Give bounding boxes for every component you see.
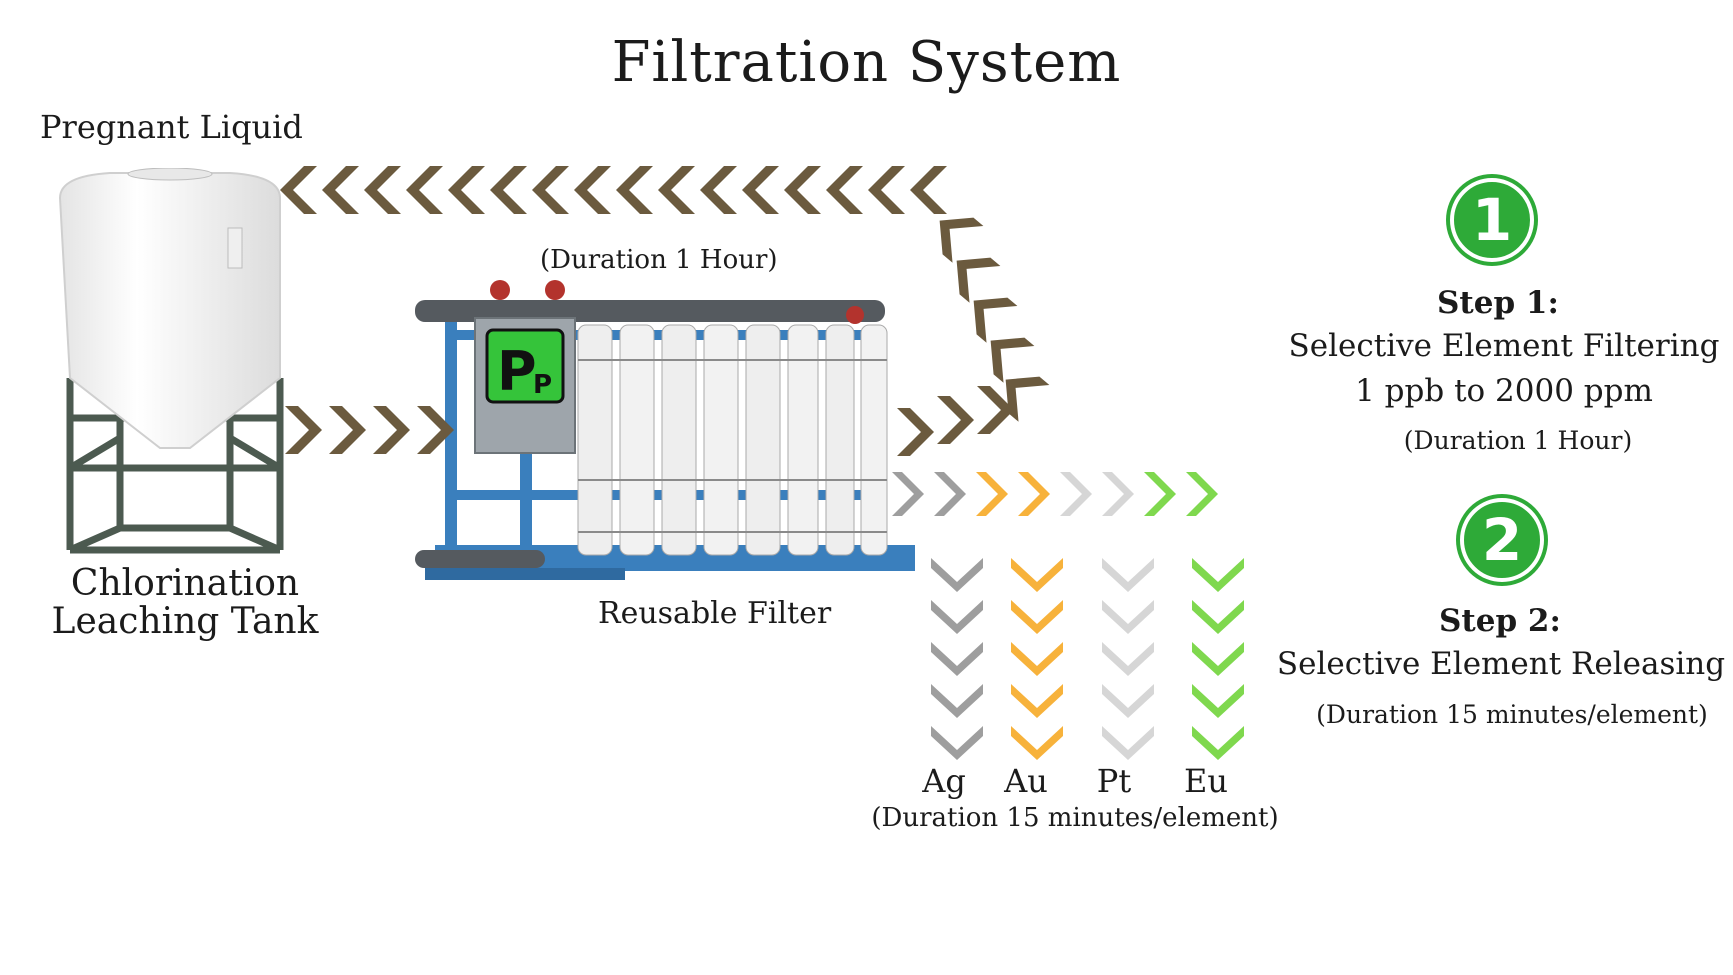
leaching-tank-illustration <box>58 168 284 554</box>
tank-label: Chlorination Leaching Tank <box>40 565 330 641</box>
step-2-line1: Selective Element Releasing <box>1276 646 1726 682</box>
panel-logo-sub: P <box>533 370 552 400</box>
element-right-chevron-icon <box>1144 472 1176 516</box>
step-1-line1: Selective Element Filtering <box>1288 328 1720 364</box>
element-down-chevron-icon <box>1192 726 1244 760</box>
valve-icon <box>545 280 565 300</box>
filter-cylinder <box>787 324 819 556</box>
filter-cylinder <box>703 324 739 556</box>
elements-duration-label: (Duration 15 minutes/element) <box>871 803 1279 833</box>
element-down-chevron-icon <box>1102 600 1154 634</box>
element-down-chevron-icon <box>931 684 983 718</box>
tank-label-plate <box>227 227 243 269</box>
filter-cylinders <box>577 324 888 556</box>
element-down-chevron-icon <box>1011 558 1063 592</box>
element-right-chevron-icon <box>1186 472 1218 516</box>
element-right-chevron-icon <box>934 472 966 516</box>
element-down-chevron-icon <box>931 558 983 592</box>
element-right-chevron-icon <box>892 472 924 516</box>
element-down-chevron-icon <box>931 726 983 760</box>
reusable-filter-illustration: P P <box>415 280 915 580</box>
filter-cylinder <box>825 324 855 556</box>
panel-logo-main: P <box>497 340 537 403</box>
step-2-badge: 2 <box>1456 494 1548 586</box>
element-down-chevron-icon <box>1011 684 1063 718</box>
element-down-chevron-icon <box>1192 684 1244 718</box>
filter-cylinder <box>577 324 613 556</box>
step-2-title: Step 2: <box>1439 603 1561 639</box>
valve-icon <box>490 280 510 300</box>
element-down-chevron-icon <box>1102 684 1154 718</box>
step-1-badge: 1 <box>1446 174 1538 266</box>
element-label-ag: Ag <box>922 762 966 800</box>
element-right-chevron-icon <box>976 472 1008 516</box>
diagram-title: Filtration System <box>611 30 1122 95</box>
step-2-duration: (Duration 15 minutes/element) <box>1316 700 1708 729</box>
tank-lid <box>127 168 213 181</box>
element-down-chevron-icon <box>931 600 983 634</box>
panel-logo <box>485 328 565 404</box>
element-label-pt: Pt <box>1096 762 1132 800</box>
element-right-chevron-icon <box>1060 472 1092 516</box>
step-1-title: Step 1: <box>1437 285 1559 321</box>
filter-bottom-pipe <box>415 550 545 568</box>
element-down-chevron-icon <box>931 642 983 676</box>
pregnant-liquid-label: Pregnant Liquid <box>40 108 303 146</box>
element-down-chevron-icon <box>1011 726 1063 760</box>
filter-base-foot <box>425 568 625 580</box>
step-2-number: 2 <box>1482 506 1522 574</box>
filter-cylinder <box>661 324 697 556</box>
element-right-chevron-icon <box>1018 472 1050 516</box>
step-1-number: 1 <box>1472 186 1512 254</box>
tank-label-line1: Chlorination <box>70 563 300 604</box>
step-1-line2: 1 ppb to 2000 ppm <box>1355 373 1653 409</box>
valve-icon <box>846 306 864 324</box>
filter-duration-label: (Duration 1 Hour) <box>540 245 778 275</box>
element-down-chevron-icon <box>1192 558 1244 592</box>
filter-cylinder <box>745 324 781 556</box>
element-label-au: Au <box>1004 762 1048 800</box>
filter-top-pipe <box>415 300 885 322</box>
tank-body <box>58 172 281 449</box>
element-down-chevron-icon <box>1011 600 1063 634</box>
cylinder-bands <box>578 359 887 533</box>
filter-cylinder <box>619 324 655 556</box>
step-1-duration: (Duration 1 Hour) <box>1403 426 1633 455</box>
element-down-chevron-icon <box>1102 642 1154 676</box>
element-down-chevron-icon <box>1192 600 1244 634</box>
element-down-chevron-icon <box>1192 642 1244 676</box>
element-label-eu: Eu <box>1184 762 1228 800</box>
tank-label-line2: Leaching Tank <box>51 601 319 642</box>
reusable-filter-label: Reusable Filter <box>598 596 832 631</box>
filter-cylinder <box>860 324 888 556</box>
element-right-chevron-icon <box>1102 472 1134 516</box>
element-down-chevron-icon <box>1011 642 1063 676</box>
element-down-chevron-icon <box>1102 558 1154 592</box>
tank-stand <box>66 378 284 554</box>
element-down-chevron-icon <box>1102 726 1154 760</box>
